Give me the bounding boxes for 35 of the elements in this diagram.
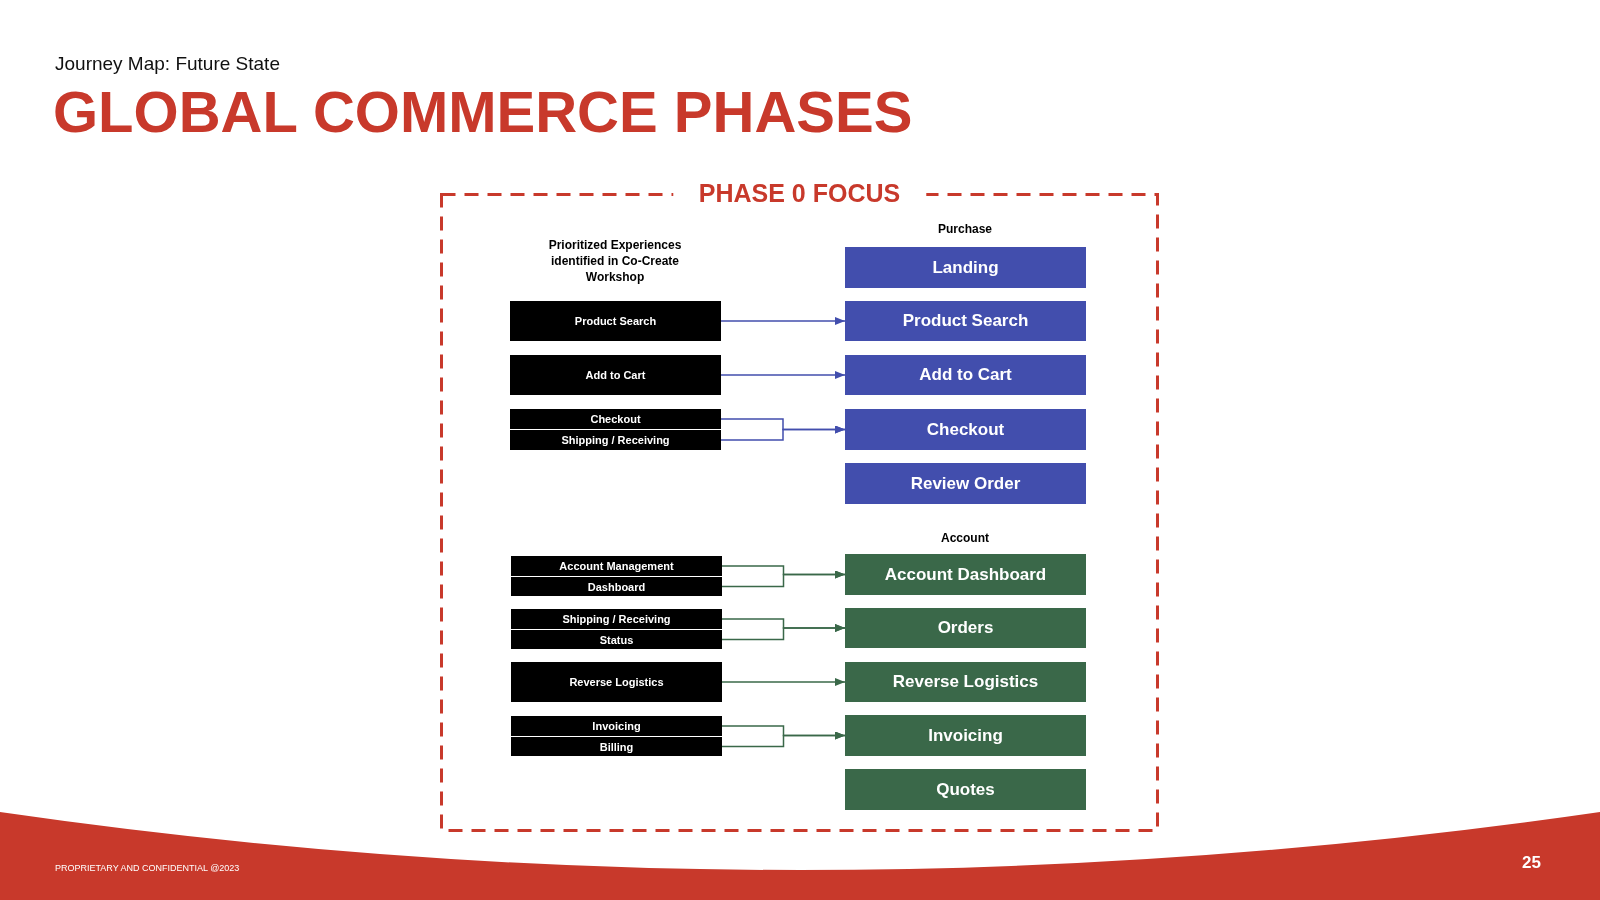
phase-box: Account Dashboard	[845, 554, 1086, 595]
subtitle: Journey Map: Future State	[55, 52, 280, 75]
experience-box: Shipping / Receiving	[511, 609, 722, 629]
arrow	[720, 425, 846, 441]
experience-box: Account Management	[511, 556, 722, 576]
phase-box: Add to Cart	[845, 355, 1086, 395]
experience-box: Dashboard	[511, 577, 722, 596]
phase-box: Review Order	[845, 463, 1086, 504]
phase-box: Landing	[845, 247, 1086, 288]
arrow	[720, 317, 846, 325]
column-heading: Purchase	[938, 221, 992, 237]
experience-box: Shipping / Receiving	[510, 430, 721, 450]
experience-box: Checkout	[510, 409, 721, 429]
column-heading: Prioritized Experiences identified in Co-Create Workshop	[547, 237, 683, 285]
phase-box: Quotes	[845, 769, 1086, 810]
phase-box: Orders	[845, 608, 1086, 648]
experience-box: Reverse Logistics	[511, 662, 722, 702]
experience-box: Billing	[511, 737, 722, 756]
phase-box: Invoicing	[845, 715, 1086, 756]
experience-box: Invoicing	[511, 716, 722, 736]
arrow	[721, 624, 846, 641]
arrow	[721, 678, 846, 686]
phase-box: Checkout	[845, 409, 1086, 450]
page-number: 25	[1522, 852, 1541, 873]
footer-note: PROPRIETARY AND CONFIDENTIAL @2023	[55, 862, 240, 875]
column-heading: Account	[941, 530, 989, 546]
phase-box: Reverse Logistics	[845, 662, 1086, 702]
experience-box: Status	[511, 630, 722, 649]
arrow	[721, 731, 846, 748]
experience-box: Product Search	[510, 301, 721, 341]
slide-title: GLOBAL COMMERCE PHASES	[53, 82, 913, 142]
arrow	[720, 371, 846, 379]
experience-box: Add to Cart	[510, 355, 721, 395]
phase-box: Product Search	[845, 301, 1086, 341]
arrow	[721, 570, 846, 588]
